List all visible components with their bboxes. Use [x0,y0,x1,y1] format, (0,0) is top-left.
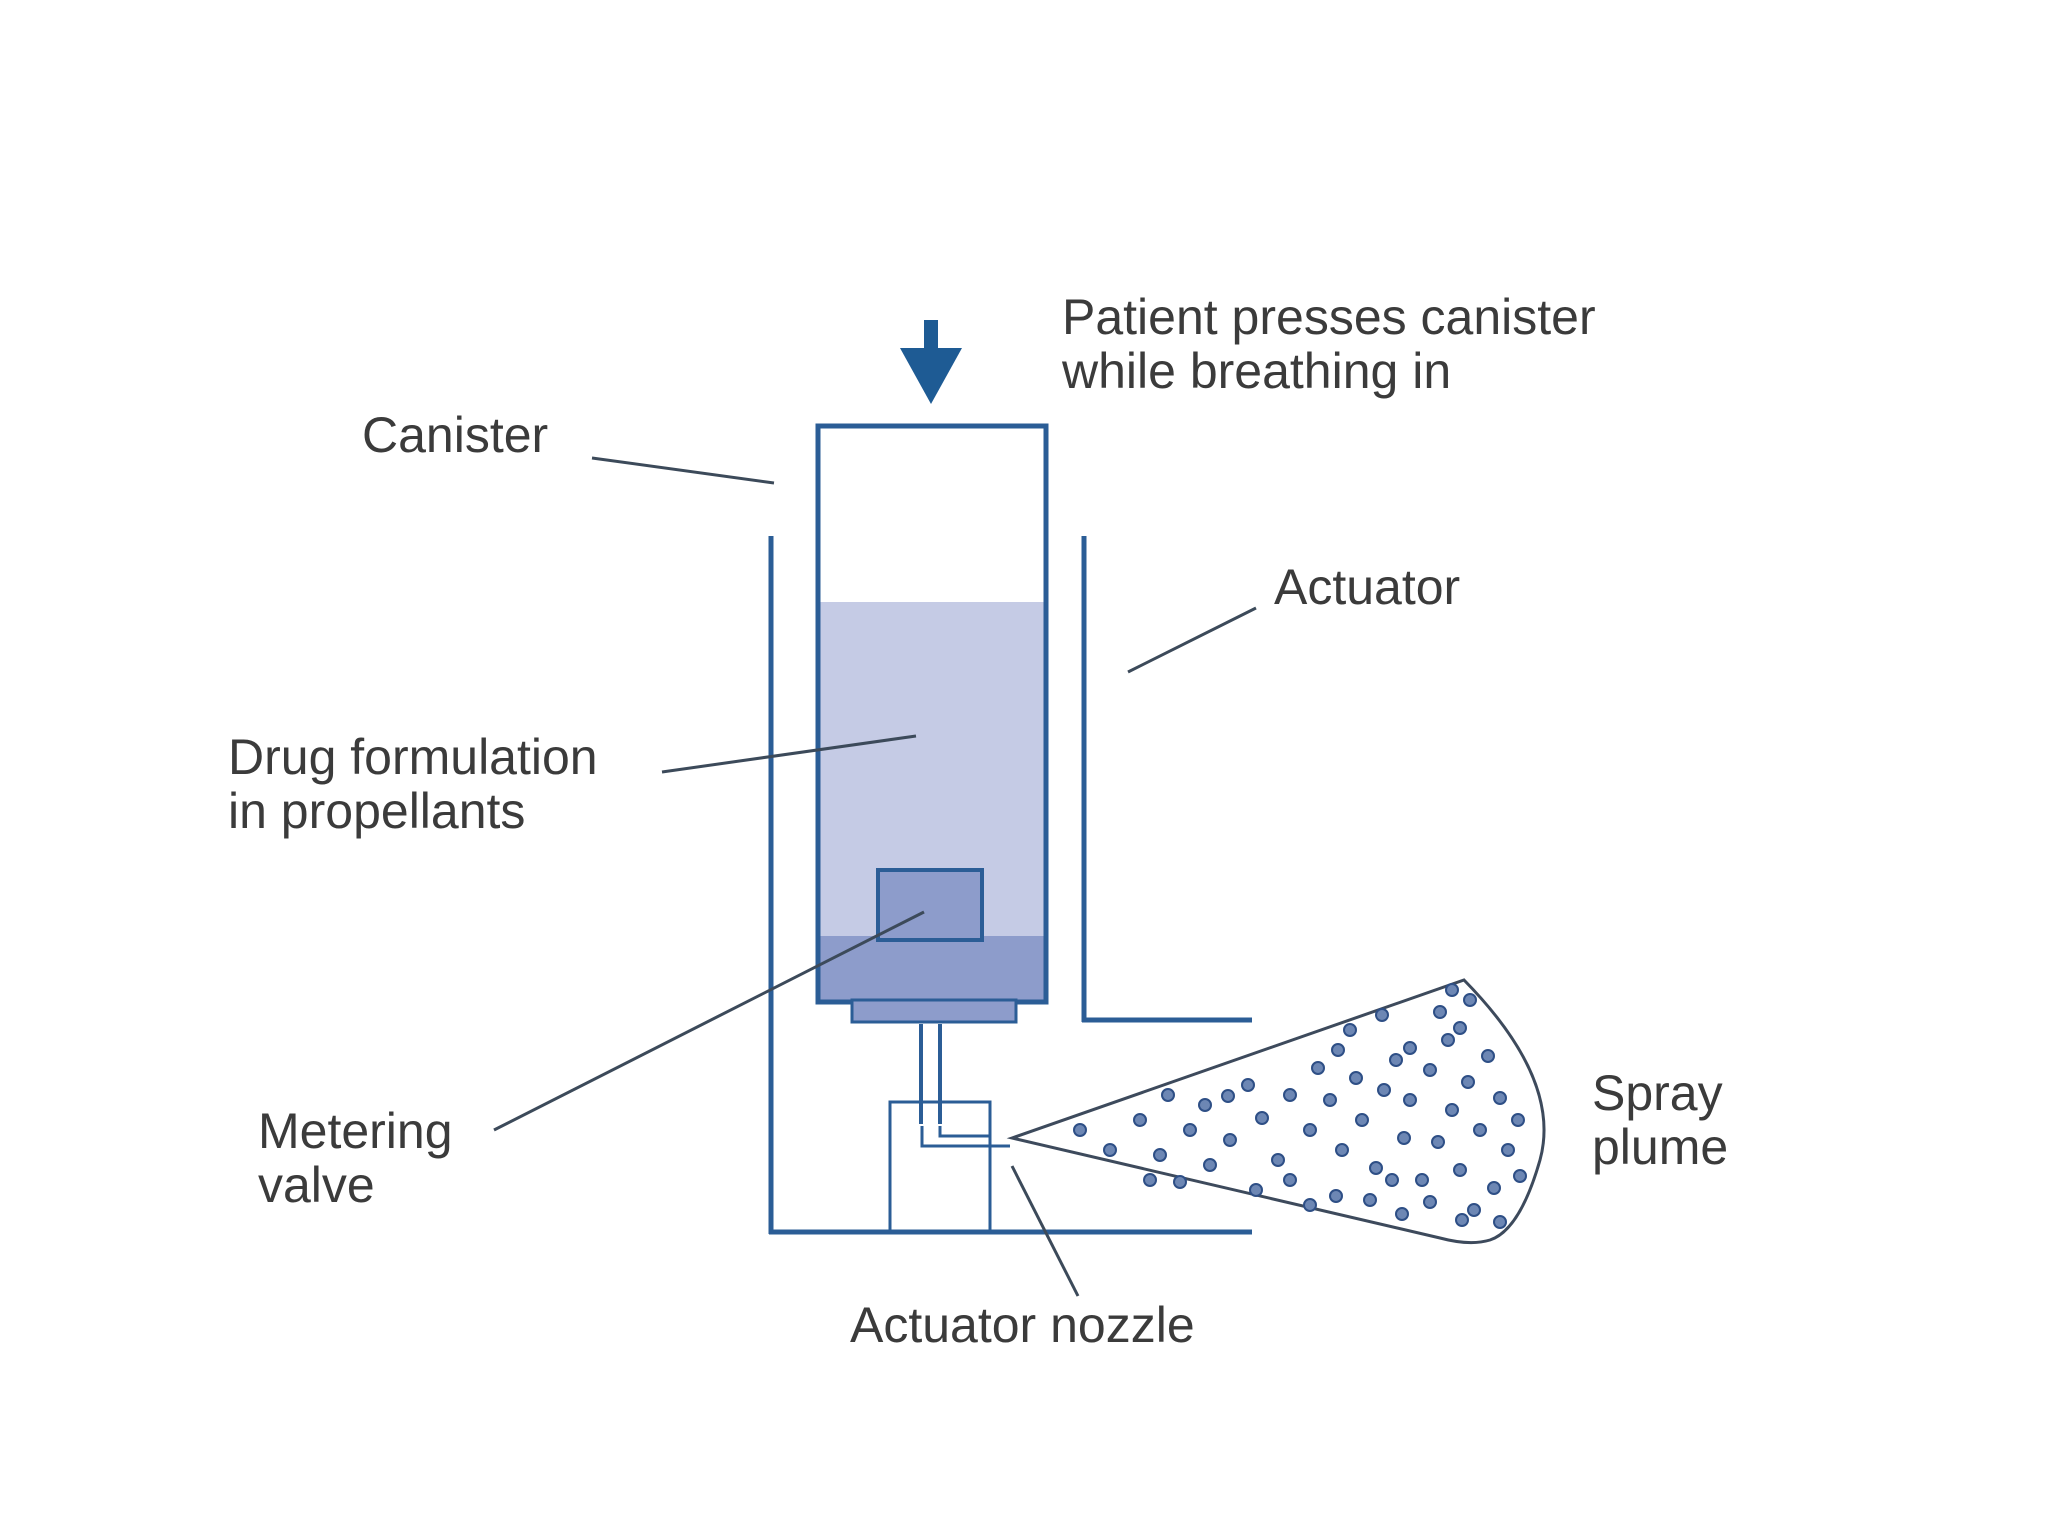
spray-particle [1143,1173,1157,1187]
spray-particle [1283,1173,1297,1187]
spray-plume-label-line1: Spray [1592,1065,1723,1121]
spray-particle [1487,1181,1501,1195]
spray-particle [1203,1158,1217,1172]
actuator-nozzle-label: Actuator nozzle [850,1297,1195,1353]
spray-particle [1403,1041,1417,1055]
spray-particle [1385,1173,1399,1187]
metering-valve-base [818,936,1046,1002]
spray-particle [1423,1063,1437,1077]
valve-stem [919,1024,942,1124]
instruction-text-line2: while breathing in [1061,343,1451,399]
spray-particle [1403,1093,1417,1107]
spray-particle [1493,1091,1507,1105]
spray-particle [1395,1207,1409,1221]
spray-particle [1397,1131,1411,1145]
metering-valve-leader [493,910,925,1132]
spray-particle [1453,1163,1467,1177]
spray-particle [1455,1213,1469,1227]
drug-formulation-label-line2: in propellants [228,783,525,839]
spray-particle [1271,1153,1285,1167]
spray-particle [1415,1173,1429,1187]
actuator-label: Actuator [1274,559,1460,615]
spray-particle [1363,1193,1377,1207]
spray-plume [1006,978,1546,1245]
drug-formulation-label-line1: Drug formulation [228,729,598,785]
spray-particle [1461,1075,1475,1089]
instruction-text-line1: Patient presses canister [1062,289,1596,345]
metering-valve-label-line1: Metering [258,1103,453,1159]
spray-particle [1355,1113,1369,1127]
spray-particle [1493,1215,1507,1229]
spray-particle [1323,1093,1337,1107]
spray-particle [1303,1123,1317,1137]
drug-formulation-leader [661,734,917,774]
spray-particle [1473,1123,1487,1137]
metering-valve-body [876,868,984,942]
canister-label: Canister [362,407,548,463]
spray-particle [1431,1135,1445,1149]
spray-particle [1283,1088,1297,1102]
canister-leader [591,456,775,485]
spray-particle [1445,1103,1459,1117]
spray-particle [1369,1161,1383,1175]
spray-particle [1173,1175,1187,1189]
spray-particle [1073,1123,1087,1137]
spray-particle [1441,1033,1455,1047]
spray-particle [1453,1021,1467,1035]
spray-particle [1433,1005,1447,1019]
canister [815,423,1049,1024]
metering-valve-label-line2: valve [258,1157,375,1213]
spray-particle [1221,1089,1235,1103]
spray-particle [1161,1088,1175,1102]
spray-particle [1513,1169,1527,1183]
spray-particle [1445,983,1459,997]
spray-particle [1303,1198,1317,1212]
spray-particle [1343,1023,1357,1037]
press-down-arrow-icon [900,320,962,404]
spray-particle [1183,1123,1197,1137]
actuator-body [768,536,1252,1235]
spray-particle [1249,1183,1263,1197]
spray-particle [1311,1061,1325,1075]
spray-particle [1241,1078,1255,1092]
spray-particle [1375,1008,1389,1022]
spray-particle [1501,1143,1515,1157]
spray-particle [1153,1148,1167,1162]
spray-particle [1463,993,1477,1007]
spray-particles [1073,983,1527,1229]
spray-particle [1255,1111,1269,1125]
spray-particle [1349,1071,1363,1085]
spray-particle [1223,1133,1237,1147]
spray-particle [1329,1189,1343,1203]
nozzle-block [888,1100,1010,1232]
spray-particle [1389,1053,1403,1067]
valve-ferrule [850,998,1018,1024]
nozzle-leader [1010,1165,1080,1297]
spray-particle [1335,1143,1349,1157]
spray-particle [1331,1043,1345,1057]
spray-particle [1481,1049,1495,1063]
spray-particle [1133,1113,1147,1127]
spray-particle [1467,1203,1481,1217]
spray-particle [1511,1113,1525,1127]
spray-plume-label-line2: plume [1592,1119,1728,1175]
spray-particle [1198,1098,1212,1112]
spray-particle [1377,1083,1391,1097]
spray-particle [1103,1143,1117,1157]
actuator-leader [1127,606,1257,674]
spray-particle [1423,1195,1437,1209]
